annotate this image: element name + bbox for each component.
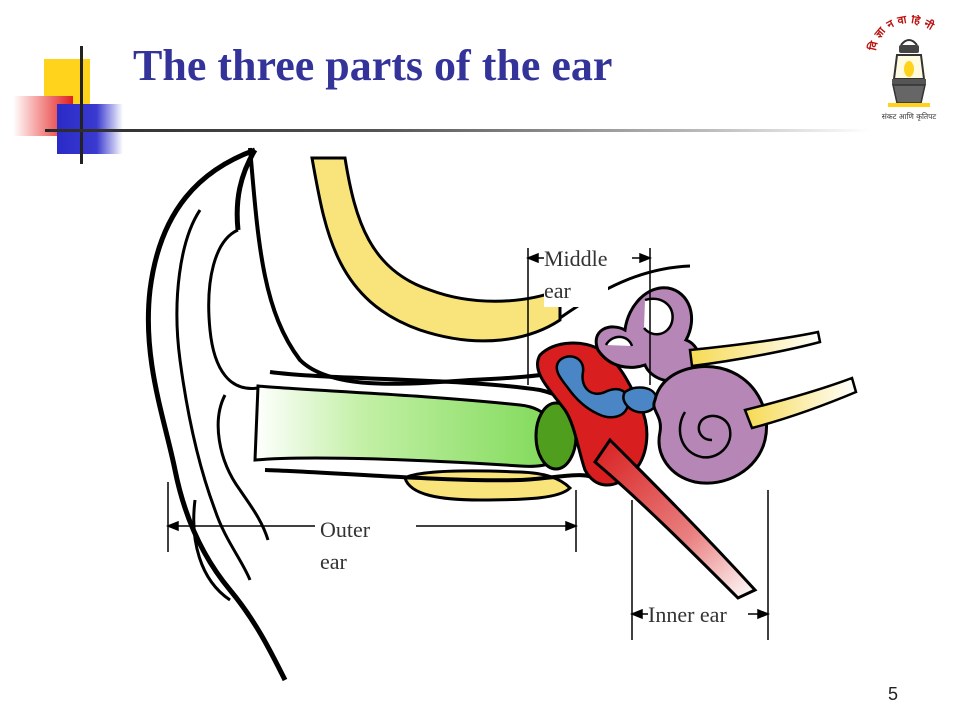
middle-ear-bracket <box>525 248 653 385</box>
middle-ear-label: Middle ear <box>544 243 608 307</box>
inner-ear-bracket <box>629 490 771 640</box>
pinna-concha <box>216 394 270 541</box>
nerve-upper <box>688 330 822 368</box>
pinna <box>145 147 288 682</box>
logo-caption: संकट आणि कृतिपट <box>882 112 937 122</box>
vigyan-vahini-lantern-logo: वि ज्ञा न वा हि नी संकट आणि कृतिपट <box>866 15 938 122</box>
eustachian-tube <box>592 437 758 600</box>
middle-ear-label-line1: Middle <box>544 246 608 271</box>
slide-title: The three parts of the ear <box>133 41 613 90</box>
cochlea-spiral <box>678 411 732 459</box>
canal-loop-2 <box>604 335 634 347</box>
canal-loop-1 <box>643 297 674 336</box>
outer-ear-label-line1: Outer <box>320 517 371 542</box>
ear-canal <box>253 384 562 468</box>
lower-bone <box>403 469 573 502</box>
middle-ear-label-line2: ear <box>544 278 571 303</box>
upper-bone <box>310 156 562 343</box>
title-underline <box>50 129 870 132</box>
inner-ear-label: Inner ear <box>648 599 727 631</box>
vertical-rule <box>80 46 83 164</box>
pinna-antihelix <box>207 228 259 390</box>
pinna-helix <box>175 209 252 581</box>
stapes <box>622 386 659 414</box>
semicircular-canals <box>594 286 701 383</box>
skull-surface <box>559 264 691 320</box>
pinna-lobe <box>192 499 231 602</box>
cochlea <box>652 365 768 485</box>
slide-number: 5 <box>888 684 899 704</box>
outer-ear-label: Outer ear <box>320 514 371 578</box>
outer-ear-bracket <box>165 482 579 552</box>
upper-skin-outline <box>248 147 561 386</box>
outer-ear-label-line2: ear <box>320 549 347 574</box>
nerve-lower <box>743 376 858 430</box>
canal-lower-wall <box>264 468 600 483</box>
